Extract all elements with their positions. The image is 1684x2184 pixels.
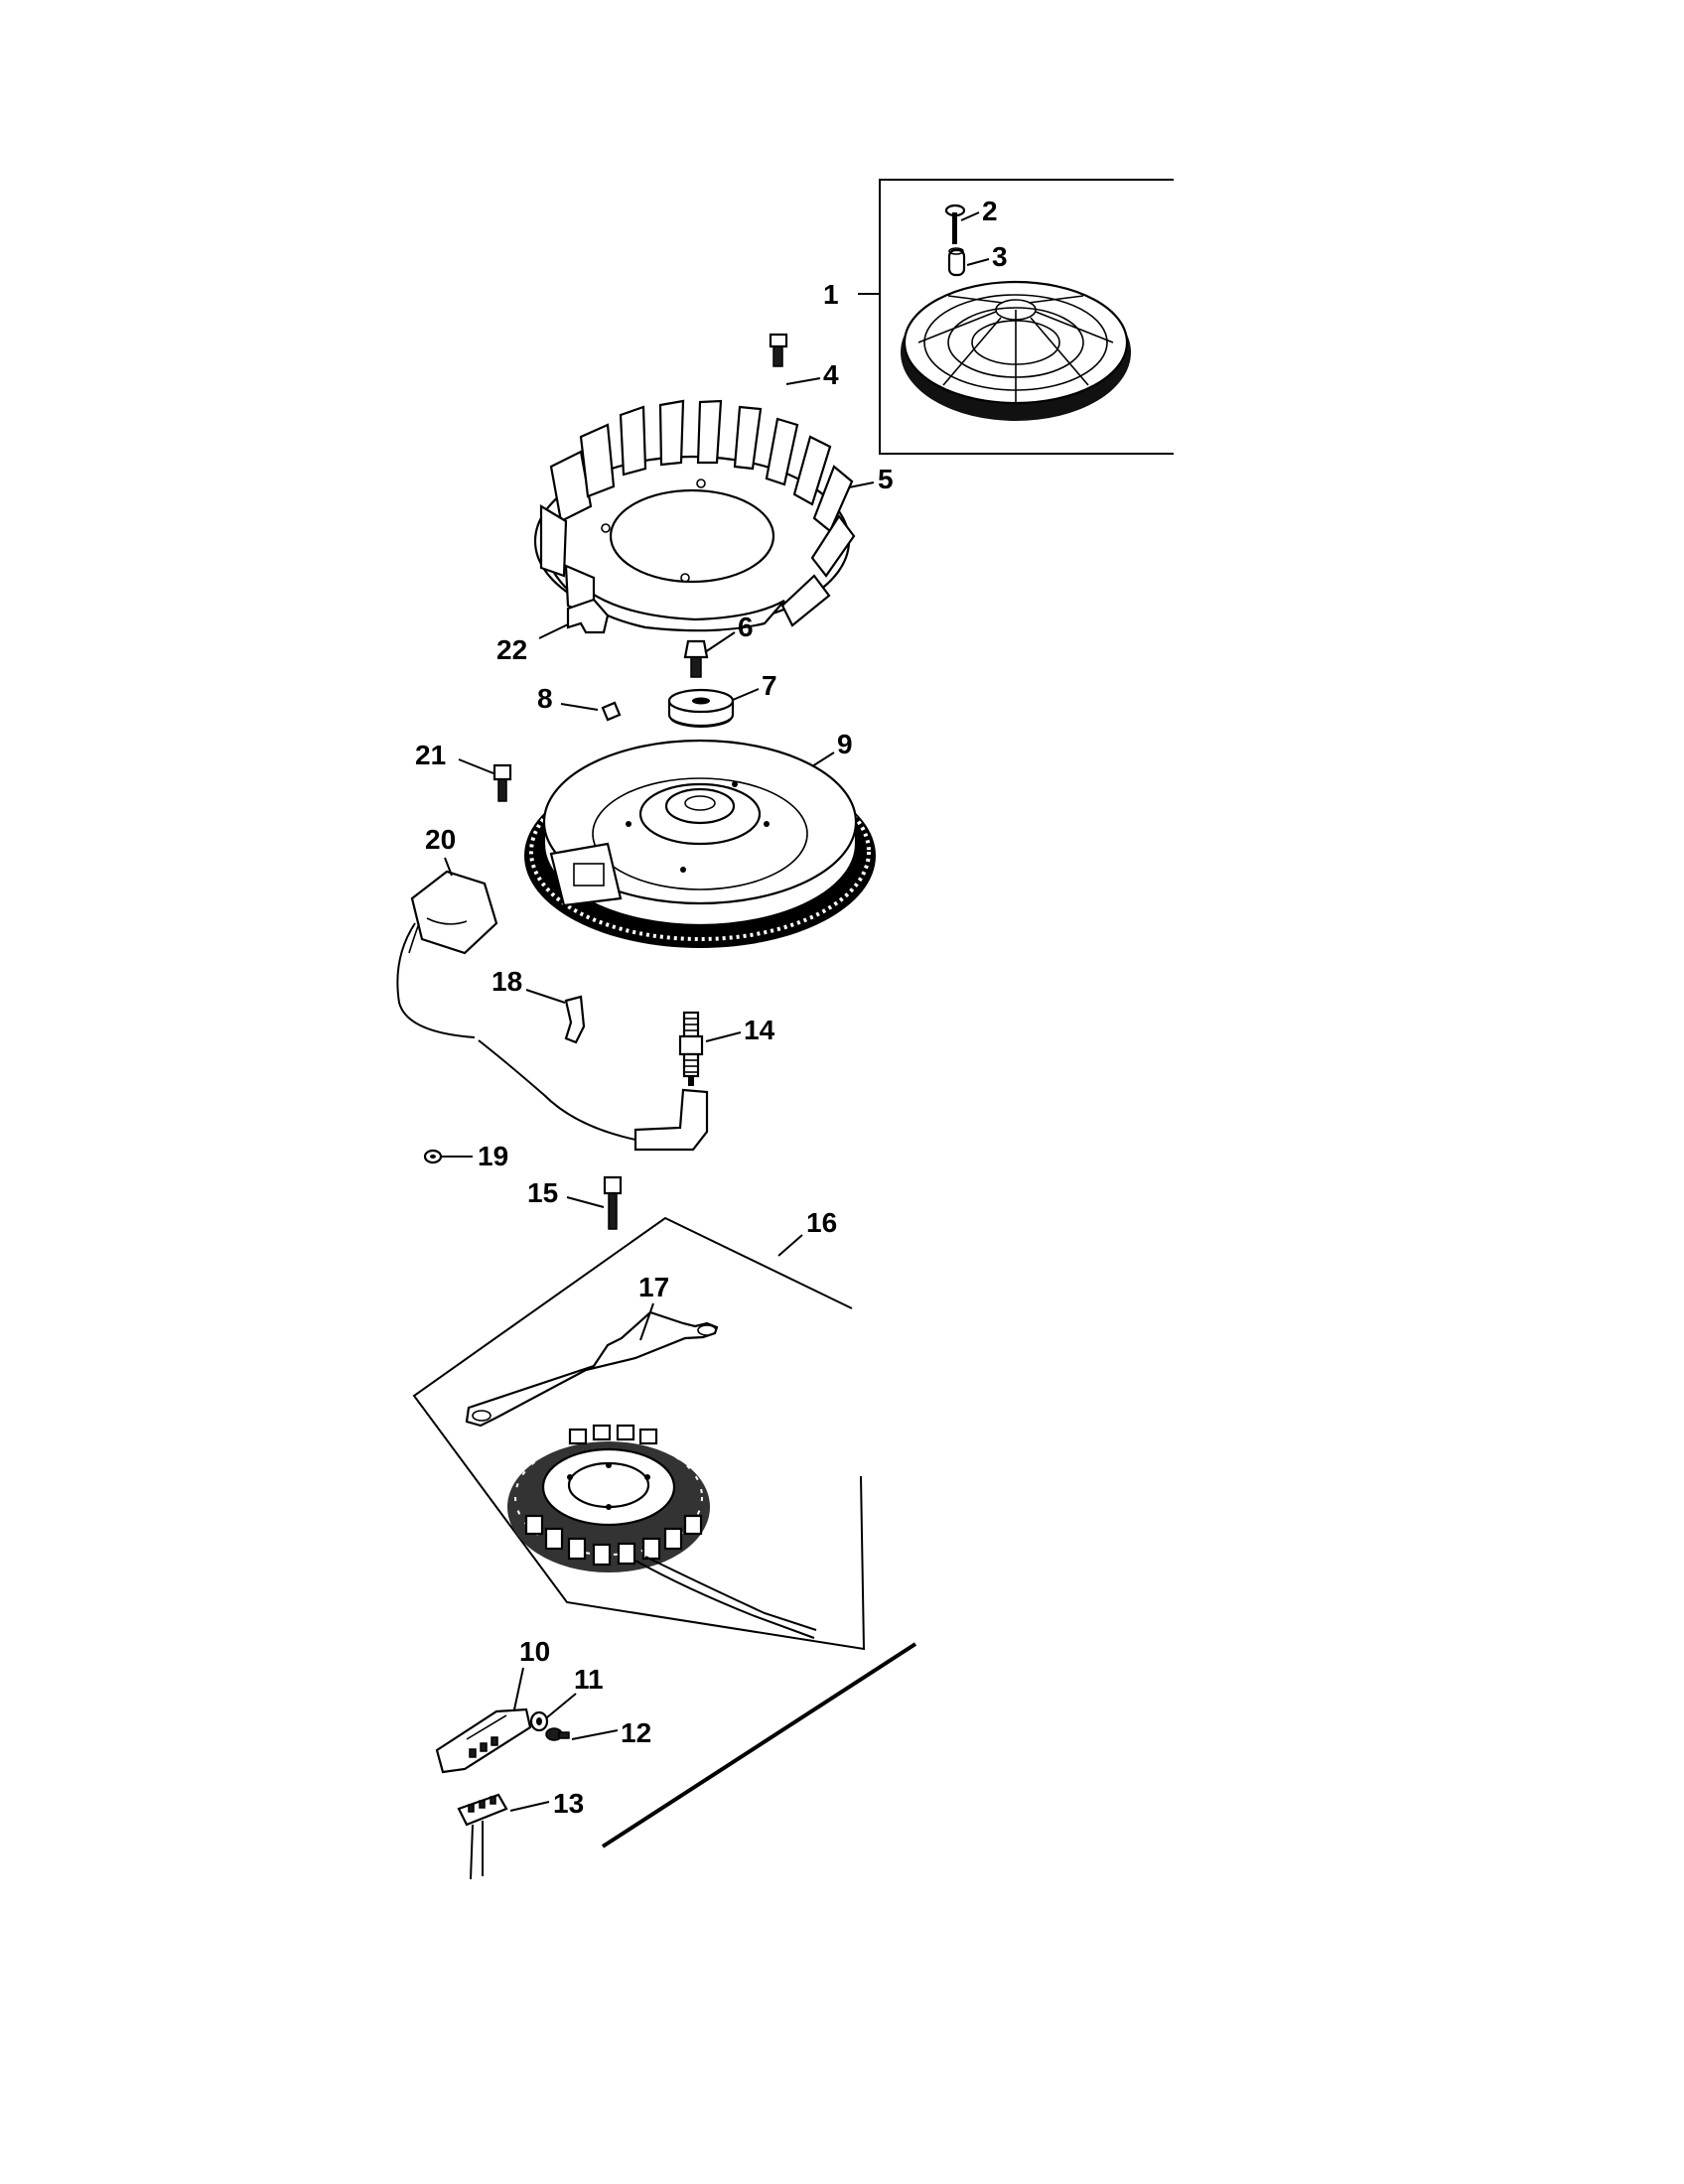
callout-15: 15 bbox=[527, 1177, 558, 1208]
bolt-part-6 bbox=[683, 639, 709, 678]
grille-assembly-box bbox=[879, 179, 1174, 455]
bracket-part-22 bbox=[566, 598, 610, 634]
callout-2: 2 bbox=[982, 196, 998, 226]
ground-plate bbox=[465, 1310, 719, 1428]
ignition-module bbox=[408, 870, 498, 955]
flywheel bbox=[524, 739, 876, 948]
clip-part-18 bbox=[564, 995, 586, 1044]
callout-19: 19 bbox=[478, 1141, 508, 1171]
spark-plug-lead bbox=[396, 922, 709, 1152]
connector-part-13 bbox=[457, 1793, 508, 1880]
screw-part-2 bbox=[944, 204, 966, 244]
callout-16: 16 bbox=[806, 1207, 837, 1238]
washer-part-7 bbox=[667, 688, 735, 728]
callout-1: 1 bbox=[823, 279, 839, 310]
edge-stroke bbox=[601, 1642, 917, 1848]
callout-9: 9 bbox=[837, 729, 853, 759]
rectifier-part-10 bbox=[435, 1707, 532, 1774]
stator bbox=[507, 1424, 817, 1639]
callout-14: 14 bbox=[744, 1015, 775, 1045]
spacer-part-3 bbox=[947, 247, 966, 277]
leader-lines bbox=[442, 211, 990, 1812]
stator-assembly-outline bbox=[412, 1216, 866, 1651]
debris-screen bbox=[901, 280, 1131, 421]
callout-5: 5 bbox=[878, 464, 894, 494]
callout-21: 21 bbox=[415, 740, 446, 770]
callout-7: 7 bbox=[762, 670, 777, 701]
callout-13: 13 bbox=[553, 1788, 584, 1819]
callout-17: 17 bbox=[638, 1272, 669, 1302]
callout-6: 6 bbox=[738, 612, 754, 642]
screw-part-12 bbox=[545, 1727, 570, 1741]
lockwasher-part-11 bbox=[529, 1710, 549, 1732]
bolt-part-15 bbox=[603, 1175, 623, 1230]
callout-20: 20 bbox=[425, 824, 456, 855]
washer-part-19 bbox=[423, 1149, 443, 1164]
callout-22: 22 bbox=[496, 634, 527, 665]
callout-12: 12 bbox=[621, 1717, 651, 1748]
bolt-part-4 bbox=[769, 333, 788, 367]
callout-11: 11 bbox=[574, 1664, 604, 1695]
key-part-8 bbox=[601, 701, 622, 722]
cooling-fan bbox=[533, 399, 856, 632]
callout-4: 4 bbox=[823, 359, 839, 390]
callout-3: 3 bbox=[992, 241, 1008, 272]
callout-labels: 1 2 3 4 5 6 7 8 9 10 11 12 13 14 15 16 1… bbox=[415, 196, 1008, 1819]
callout-18: 18 bbox=[491, 966, 522, 997]
spark-plug bbox=[678, 1011, 704, 1086]
callout-10: 10 bbox=[519, 1636, 550, 1667]
callout-8: 8 bbox=[537, 683, 553, 714]
bolt-part-21 bbox=[492, 763, 512, 802]
